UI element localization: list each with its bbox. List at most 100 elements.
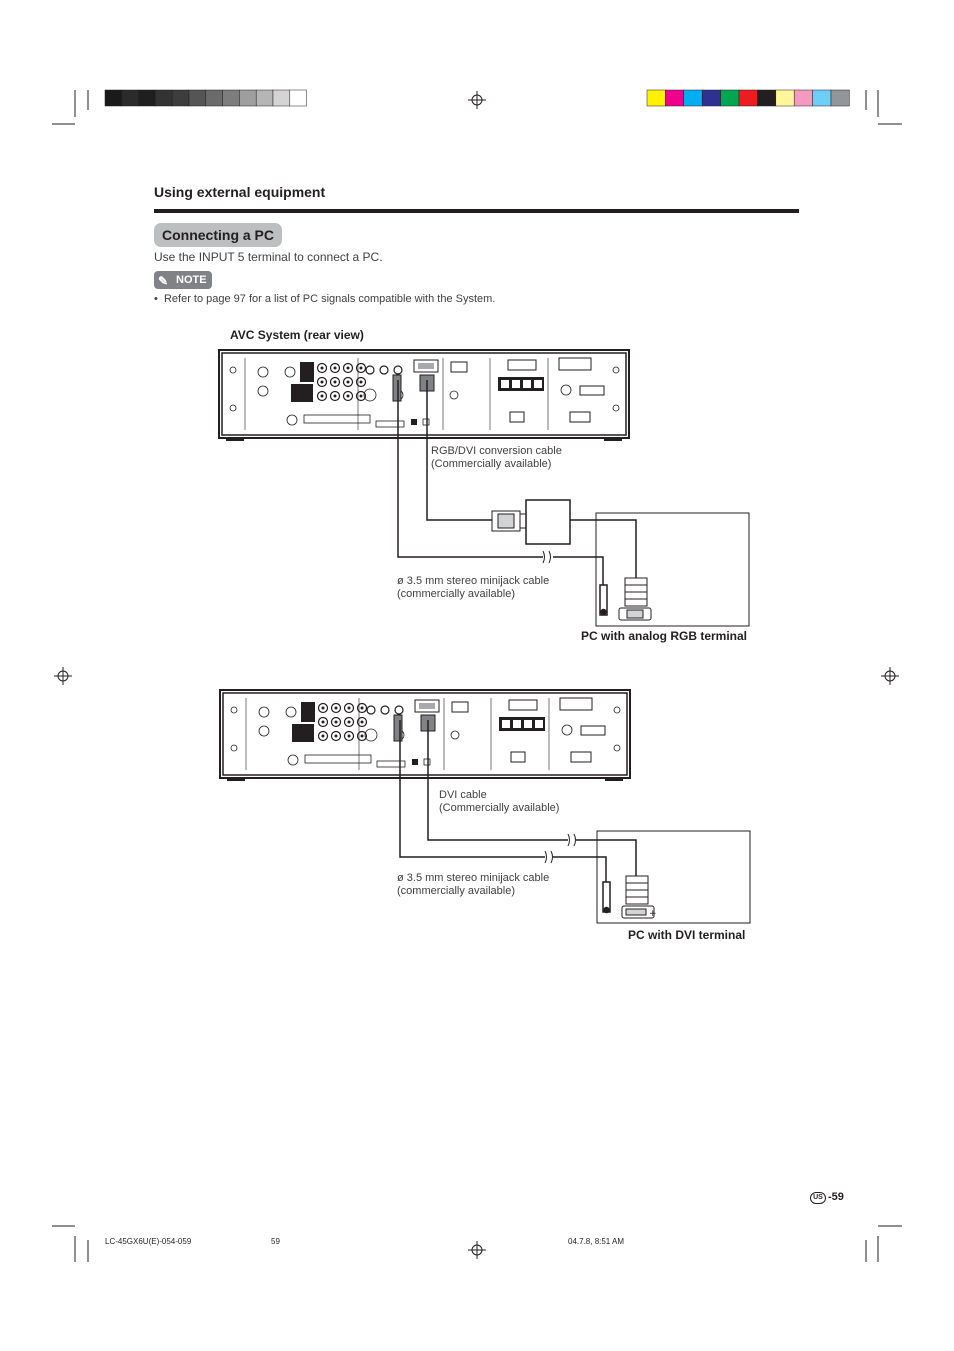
antenna-jack (257, 385, 269, 397)
rca-pin (346, 380, 350, 384)
color-swatch (646, 89, 666, 107)
gray-swatch (255, 89, 274, 107)
avc-system-rear-panel-1 (218, 349, 630, 441)
rail (376, 760, 406, 768)
rca-jack (393, 365, 403, 375)
color-swatch (683, 89, 703, 107)
gray-swatch (138, 89, 156, 107)
footer-page: 59 (271, 1237, 280, 1246)
antenna-jack (258, 706, 270, 718)
gray-swatch (272, 89, 291, 107)
registration-mark-top (468, 91, 486, 109)
rca-pin (333, 394, 337, 398)
screw (230, 706, 238, 714)
switch (412, 759, 418, 765)
speaker-terminal (502, 720, 510, 728)
rca-pin (360, 720, 364, 724)
audio-cable-2 (399, 720, 611, 914)
rca-pin (359, 366, 363, 370)
rca-pin (347, 706, 351, 710)
intro-text: Use the INPUT 5 terminal to connect a PC… (154, 250, 383, 264)
s-video-jack (364, 728, 378, 742)
gray-swatch (155, 89, 173, 107)
gray-calibration-bar (104, 89, 307, 107)
section-divider (154, 209, 799, 213)
screw (612, 404, 620, 412)
color-swatch (720, 89, 740, 107)
color-swatch (738, 89, 758, 107)
speaker-terminal (535, 720, 543, 728)
dvi-cable (427, 720, 637, 876)
registration-mark-right (881, 667, 899, 685)
rail (303, 414, 371, 424)
rca-jack (380, 705, 390, 715)
antenna-jack (287, 754, 299, 766)
display-output-port (558, 357, 592, 371)
rca-pin (333, 366, 337, 370)
hdmi-port (451, 701, 469, 713)
speaker-terminal (512, 380, 520, 388)
s-video-jack (363, 388, 377, 402)
ac-input (569, 411, 591, 423)
rca-pin (320, 366, 324, 370)
speaker-terminal (513, 720, 521, 728)
power-jack (560, 384, 572, 396)
hdmi-port (450, 361, 468, 373)
rca-pin (334, 734, 338, 738)
rca-pin (320, 380, 324, 384)
switch (423, 758, 431, 766)
input-block (300, 362, 314, 382)
speaker-terminal (501, 380, 509, 388)
screw (613, 744, 621, 752)
screw (612, 366, 620, 374)
color-swatch (775, 89, 795, 107)
gray-swatch (104, 89, 123, 107)
center-speaker-jack (450, 730, 460, 740)
pc-analog-rgb-box (595, 512, 750, 627)
avc-system-rear-panel-2 (219, 689, 631, 781)
rca-pin (347, 720, 351, 724)
footer-model: LC-45GX6U(E)-054-059 (105, 1237, 192, 1246)
diagram-title: AVC System (rear view) (230, 328, 364, 342)
color-swatch (812, 89, 832, 107)
color-calibration-bar (646, 89, 850, 107)
rgb-dvi-adapter (491, 499, 571, 545)
page-number: US-59 (810, 1191, 844, 1204)
color-swatch (701, 89, 721, 107)
rca-pin (359, 394, 363, 398)
pencil-icon: ✎ (158, 274, 169, 288)
antenna-jack (258, 725, 270, 737)
pc-dvi-box: + (596, 830, 751, 924)
registration-mark-bottom (468, 1241, 486, 1259)
color-swatch (793, 89, 813, 107)
rca-pin (334, 706, 338, 710)
screw (230, 744, 238, 752)
screw (613, 706, 621, 714)
speaker-terminal (523, 380, 531, 388)
rgb-cable-caption: RGB/DVI conversion cable(Commercially av… (431, 445, 562, 470)
note-label: NOTE (176, 274, 207, 286)
rca-pin (321, 734, 325, 738)
rs232-port (508, 699, 538, 711)
rca-jack (379, 365, 389, 375)
speaker-terminals (498, 377, 544, 391)
antenna-jack (285, 706, 297, 718)
rca-jack (365, 365, 375, 375)
rca-pin (321, 720, 325, 724)
rca-pin (347, 734, 351, 738)
switch (411, 419, 417, 425)
gray-swatch (239, 89, 257, 107)
rca-pin (333, 380, 337, 384)
gray-swatch (171, 89, 190, 107)
pc-dvi-label: PC with DVI terminal (628, 928, 746, 942)
rca-pin (359, 380, 363, 384)
audio-cable-caption-1: ø 3.5 mm stereo minijack cable(commercia… (397, 575, 550, 600)
rca-jack (394, 705, 404, 715)
dvi-pins (419, 703, 435, 709)
svg-text:+: + (649, 909, 657, 919)
rca-jack (366, 705, 376, 715)
display-output-port (559, 697, 593, 711)
monitor-output-block (291, 384, 313, 402)
ac-input (570, 751, 592, 763)
